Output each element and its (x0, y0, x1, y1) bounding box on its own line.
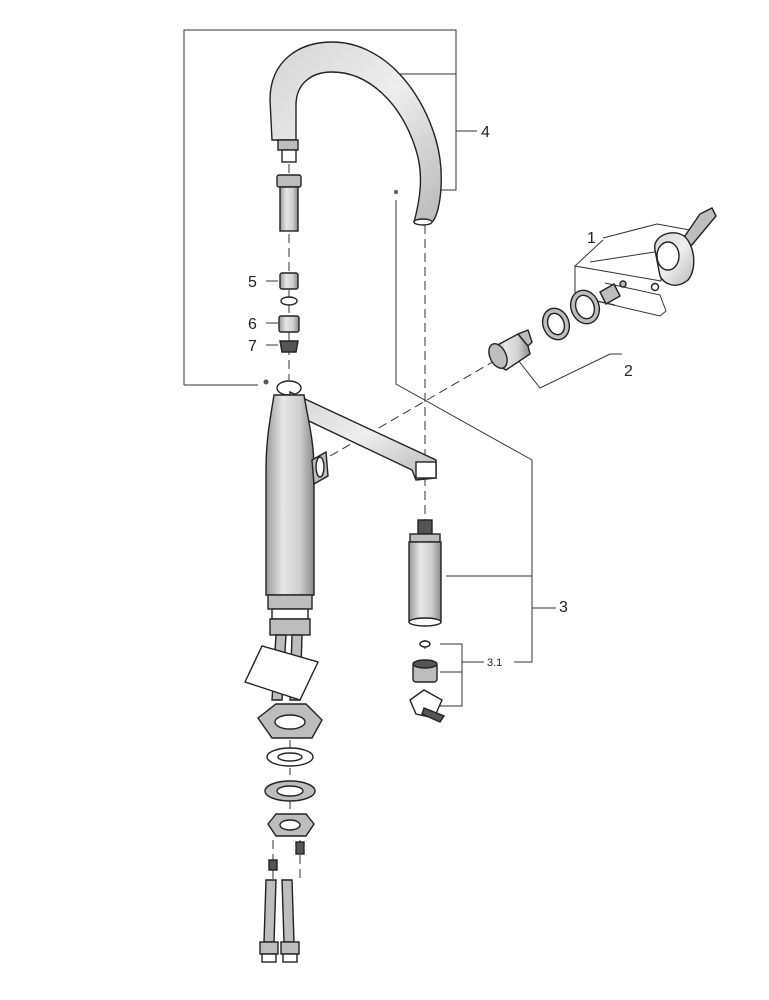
mounting-plate (257, 703, 323, 739)
callout-1: 1 (587, 230, 596, 247)
callout-4: 4 (481, 124, 490, 141)
spray-parts-3-1 (409, 640, 446, 723)
leader-lines (183, 29, 691, 707)
callout-6: 6 (248, 316, 257, 333)
flex-hoses-upper (244, 634, 319, 701)
callout-3-1: 3.1 (487, 657, 502, 669)
supply-hoses (259, 879, 300, 963)
callout-3: 3 (559, 599, 568, 616)
callout-5: 5 (248, 274, 257, 291)
pull-out-spray (408, 519, 442, 627)
handle-adapter (599, 283, 621, 305)
part-6-nut (278, 315, 300, 333)
washer-ring (264, 780, 316, 802)
spout (269, 41, 442, 226)
hose-connector (276, 174, 302, 232)
callout-2: 2 (624, 363, 633, 380)
cartridge (488, 329, 533, 371)
retaining-nut (541, 307, 571, 341)
part-5-bush (279, 272, 299, 306)
cover-ring (569, 289, 601, 325)
fixing-plate (267, 813, 315, 837)
fixing-screws (268, 841, 305, 871)
faucet-body (263, 379, 437, 636)
handle-lever (619, 207, 717, 292)
part-7-aerator (279, 340, 299, 353)
callout-7: 7 (248, 338, 257, 355)
gasket-ring (266, 747, 314, 767)
